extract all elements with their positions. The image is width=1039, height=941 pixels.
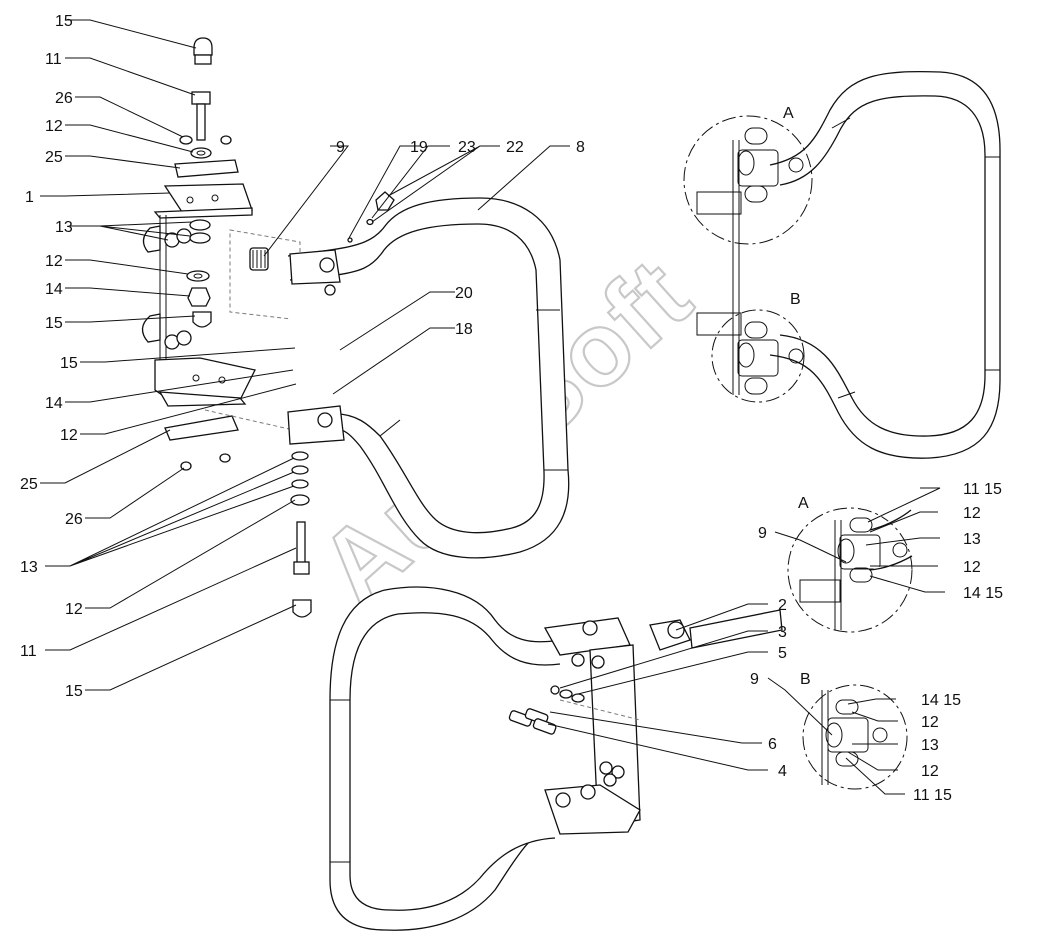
callout-8: 8 xyxy=(576,139,585,156)
detail-a-enlarged xyxy=(787,507,913,633)
tube-8 xyxy=(287,197,570,559)
detail-b-callout-14-15: 14 15 xyxy=(921,692,961,709)
callout-labels: 15 11 26 12 25 1 13 12 14 15 15 14 12 25… xyxy=(20,13,1003,804)
detail-a-callout-14-15: 14 15 xyxy=(963,585,1003,602)
detail-b-enlarged xyxy=(802,684,908,790)
detail-a-callout-13: 13 xyxy=(963,531,981,548)
detail-b-callout-9: 9 xyxy=(750,671,759,688)
detail-a-circle xyxy=(683,115,813,245)
detail-b-title: B xyxy=(790,291,801,308)
callout-25-top: 25 xyxy=(45,149,63,166)
leader-lines xyxy=(40,19,945,795)
callout-15-second: 15 xyxy=(45,315,63,332)
callout-6: 6 xyxy=(768,736,777,753)
bottom-assembly-view xyxy=(329,586,783,931)
callout-15-third: 15 xyxy=(60,355,78,372)
callout-12-third: 12 xyxy=(60,427,78,444)
callout-11-top: 11 xyxy=(45,51,62,68)
callout-11-lower: 11 xyxy=(20,643,37,660)
callout-15-top: 15 xyxy=(55,13,73,30)
callout-26-lower: 26 xyxy=(65,511,83,528)
callout-18: 18 xyxy=(455,321,473,338)
detail-b-callout-12-lower: 12 xyxy=(921,763,939,780)
detail-b-callout-11-15: 11 15 xyxy=(913,787,952,804)
detail-b-callout-13: 13 xyxy=(921,737,939,754)
callout-26-top: 26 xyxy=(55,90,73,107)
callout-2: 2 xyxy=(778,597,787,614)
detail-a-callout-11-15: 11 15 xyxy=(963,481,1002,498)
detail-b-label: B xyxy=(800,671,811,688)
callout-14-second: 14 xyxy=(45,395,63,412)
callout-4: 4 xyxy=(778,763,787,780)
callout-20: 20 xyxy=(455,285,473,302)
callout-12-top: 12 xyxy=(45,118,63,135)
callout-13-top: 13 xyxy=(55,219,73,236)
callout-14-top: 14 xyxy=(45,281,63,298)
detail-b-circle xyxy=(711,309,805,403)
detail-a-callout-12-lower: 12 xyxy=(963,559,981,576)
detail-b-callout-12-upper: 12 xyxy=(921,714,939,731)
left-exploded-view xyxy=(141,37,395,618)
detail-a-callout-9: 9 xyxy=(758,525,767,542)
detail-a-callout-12-upper: 12 xyxy=(963,505,981,522)
detail-a-label: A xyxy=(798,495,809,512)
detail-a-title: A xyxy=(783,105,794,122)
callout-5: 5 xyxy=(778,645,787,662)
callout-3: 3 xyxy=(778,624,787,641)
callout-12-lower: 12 xyxy=(65,601,83,618)
callout-1: 1 xyxy=(25,189,34,206)
callout-25-lower: 25 xyxy=(20,476,38,493)
callout-19: 19 xyxy=(410,139,428,156)
callout-15-lower: 15 xyxy=(65,683,83,700)
callout-9: 9 xyxy=(336,139,345,156)
top-right-assembly-view: A B xyxy=(683,71,1001,459)
callout-13-lower: 13 xyxy=(20,559,38,576)
callout-22: 22 xyxy=(506,139,524,156)
callout-12-second: 12 xyxy=(45,253,63,270)
callout-23: 23 xyxy=(458,139,476,156)
